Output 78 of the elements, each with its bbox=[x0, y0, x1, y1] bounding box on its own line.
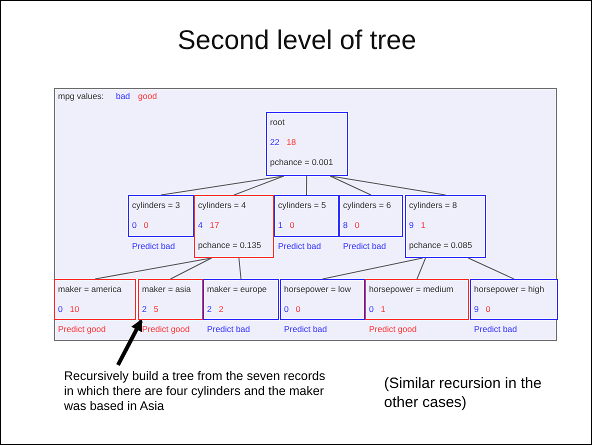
connector-line bbox=[330, 176, 372, 196]
node-title: horsepower = low bbox=[284, 283, 352, 296]
tree-node-box bbox=[128, 195, 194, 237]
prediction-text: Predict bad bbox=[284, 324, 327, 334]
count-value: 10 bbox=[70, 303, 80, 315]
count-value: 5 bbox=[154, 303, 158, 315]
node-title: cylinders = 5 bbox=[278, 199, 327, 212]
tree-node-box bbox=[138, 279, 203, 320]
tree-node-box bbox=[470, 279, 558, 320]
tree-node-box bbox=[365, 279, 469, 320]
tree-node-box bbox=[274, 195, 339, 237]
count-value: 18 bbox=[286, 136, 296, 148]
node-title: horsepower = medium bbox=[369, 283, 454, 296]
count-value: 2 bbox=[207, 303, 212, 315]
connector-line bbox=[330, 176, 446, 196]
tree-node-box bbox=[54, 279, 136, 320]
legend-entry: good bbox=[138, 91, 157, 101]
connector-line bbox=[234, 176, 284, 196]
node-title: cylinders = 3 bbox=[132, 199, 181, 212]
node-title: cylinders = 8 bbox=[409, 199, 458, 212]
node-title: maker = america bbox=[58, 283, 123, 296]
connector-line bbox=[160, 176, 284, 196]
connector-line bbox=[170, 258, 212, 280]
prediction-text: Predict good bbox=[142, 324, 190, 334]
connector-line bbox=[416, 258, 426, 280]
note-text: (Similar recursion in the other cases) bbox=[384, 374, 543, 412]
node-title: maker = europe bbox=[207, 283, 268, 296]
tree-node-box bbox=[194, 195, 274, 258]
count-value: 2 bbox=[218, 303, 224, 315]
prediction-text: Predict bad bbox=[278, 241, 321, 251]
count-value: 22 bbox=[270, 136, 280, 148]
node-title: cylinders = 4 bbox=[198, 199, 247, 212]
count-value: 8 bbox=[343, 219, 348, 231]
prediction-text: Predict good bbox=[369, 324, 417, 334]
count-value: 1 bbox=[380, 303, 386, 315]
node-title: cylinders = 6 bbox=[343, 199, 392, 212]
count-value: 1 bbox=[278, 219, 283, 231]
connector-line bbox=[306, 176, 308, 196]
count-value: 0 bbox=[486, 303, 490, 315]
count-value: 0 bbox=[354, 219, 360, 231]
p-value-text: pchance = 0.135 bbox=[198, 239, 262, 252]
connector-line bbox=[322, 258, 424, 280]
tree-node-box bbox=[405, 195, 486, 258]
prediction-text: Predict bad bbox=[207, 324, 250, 334]
tree-node-box bbox=[266, 112, 348, 176]
p-value-text: pchance = 0.001 bbox=[270, 156, 334, 169]
note-text: Recursively build a tree from the seven records in which there are four cylinders and the maker was based in Asia bbox=[64, 369, 326, 414]
count-value: 4 bbox=[198, 219, 203, 231]
tree-node-box bbox=[339, 195, 403, 237]
count-value: 0 bbox=[132, 219, 137, 231]
slide-title: Second level of tree bbox=[176, 25, 418, 56]
connector-line bbox=[238, 258, 242, 280]
count-value: 0 bbox=[369, 303, 374, 315]
node-title: horsepower = high bbox=[474, 283, 546, 296]
prediction-text: Predict bad bbox=[132, 241, 175, 251]
count-value: 0 bbox=[144, 219, 148, 231]
legend-heading: mpg values: bbox=[58, 91, 104, 101]
connector-line bbox=[468, 258, 514, 280]
count-value: 0 bbox=[296, 303, 300, 315]
count-value: 0 bbox=[284, 303, 289, 315]
count-value: 9 bbox=[474, 303, 479, 315]
prediction-text: Predict bad bbox=[343, 241, 386, 251]
count-value: 17 bbox=[210, 219, 220, 231]
node-title: root bbox=[270, 116, 286, 129]
tree-node-box bbox=[280, 279, 365, 320]
count-value: 0 bbox=[58, 303, 63, 315]
prediction-text: Predict good bbox=[58, 324, 106, 334]
connector-line bbox=[94, 258, 212, 280]
arrow bbox=[116, 318, 143, 366]
count-value: 2 bbox=[142, 303, 147, 315]
count-value: 0 bbox=[290, 219, 294, 231]
count-value: 9 bbox=[409, 219, 414, 231]
tree-node-box bbox=[203, 279, 279, 320]
legend-entry: bad bbox=[116, 91, 130, 101]
count-value: 1 bbox=[420, 219, 426, 231]
prediction-text: Predict bad bbox=[474, 324, 517, 334]
node-title: maker = asia bbox=[142, 283, 192, 296]
p-value-text: pchance = 0.085 bbox=[409, 239, 474, 252]
